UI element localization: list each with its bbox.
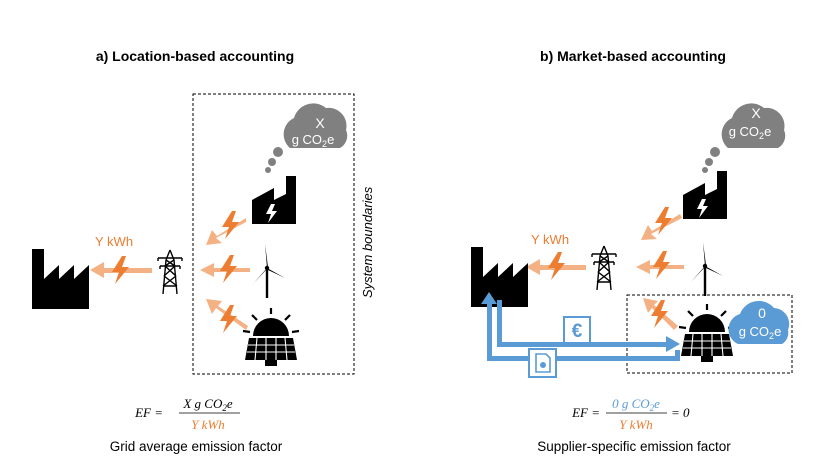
panel-b: b) Market-based accounting X g CO2e (471, 48, 793, 454)
panel-a: a) Location-based accounting System boun… (32, 48, 375, 454)
cloud-value-text: X (315, 115, 325, 131)
panel-b-title: b) Market-based accounting (540, 48, 726, 64)
svg-text:€: € (572, 321, 583, 342)
euro-icon: € (563, 316, 591, 344)
coal-plant-icon (252, 176, 296, 224)
zero-cloud-unit: g CO2e (739, 324, 782, 341)
equation-denominator: Y kWh (191, 417, 225, 432)
equation-b: EF = 0 g CO2e Y kWh = 0 (571, 396, 690, 432)
supplier-boundary-box (626, 294, 793, 374)
equation-lhs: EF = (134, 405, 163, 420)
factory-icon (32, 249, 89, 309)
caption-a: Grid average emission factor (110, 439, 283, 454)
equation-numerator: X g CO2e (182, 396, 233, 413)
panel-a-title: a) Location-based accounting (96, 48, 294, 64)
emission-cloud-icon (702, 103, 786, 173)
coal-plant-icon (683, 171, 727, 219)
energy-flow-arrows (200, 211, 250, 333)
transmission-pylon-icon (591, 245, 617, 291)
emission-cloud-icon (265, 103, 348, 173)
solar-panel-icon (241, 306, 301, 368)
equation-lhs: EF = (571, 405, 600, 420)
wind-turbine-icon (253, 244, 285, 298)
solar-panel-icon (677, 302, 737, 364)
payment-flow-arrow (497, 300, 680, 352)
equation-denominator: Y kWh (619, 417, 653, 432)
system-boundary-label: System boundaries (360, 186, 375, 298)
cloud-unit-text: g CO2e (292, 132, 335, 149)
wind-turbine-icon (691, 242, 723, 296)
bolt-icon (112, 256, 129, 284)
certificate-icon (528, 348, 557, 378)
transmission-pylon-icon (157, 249, 183, 295)
bolt-icon (548, 252, 565, 280)
system-boundary-box (192, 93, 355, 375)
cloud-value-text: X (751, 105, 761, 121)
energy-flow-arrows (636, 207, 684, 330)
flow-label: Y kWh (531, 232, 569, 247)
factory-icon (471, 247, 528, 307)
flow-label: Y kWh (95, 234, 133, 249)
zero-cloud-value: 0 (758, 305, 766, 321)
zero-emission-cloud-icon (728, 300, 790, 344)
cloud-unit-text: g CO2e (729, 124, 772, 141)
equation-a: EF = X g CO2e Y kWh (134, 396, 240, 432)
equation-numerator: 0 g CO2e (612, 396, 660, 413)
equation-rhs: = 0 (671, 405, 690, 420)
caption-b: Supplier-specific emission factor (537, 439, 731, 454)
